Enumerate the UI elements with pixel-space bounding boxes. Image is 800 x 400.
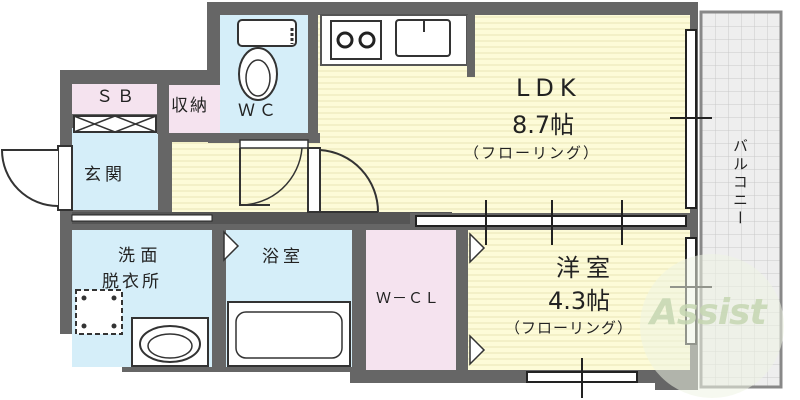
entrance-label: 玄関 (84, 165, 126, 185)
balcony-label: バルコニー (731, 138, 749, 228)
entrance-floor (72, 128, 158, 210)
ldk-floor-label: （フローリング） (464, 144, 601, 162)
sb-floor (72, 84, 158, 114)
ldk-name-label: LDK (516, 74, 582, 102)
closet-door-lower (469, 334, 486, 366)
bath-door (223, 230, 240, 262)
storage-floor (168, 85, 220, 133)
closet-label: Ｗ－ＣＬ (376, 289, 441, 307)
burner-left (336, 31, 354, 49)
ldk-size-label: 8.7帖 (512, 111, 575, 139)
western-size-label: 4.3帖 (548, 287, 611, 315)
toilet-tank (237, 19, 297, 47)
washroom-window (71, 214, 213, 222)
closet-floor (366, 230, 456, 370)
entrance-door-swing (0, 149, 59, 207)
washroom-label-line1: 洗 面 (118, 246, 158, 266)
western-name-label: 洋室 (556, 254, 616, 282)
closet-door-upper (469, 232, 486, 264)
ldk-door-swing (319, 149, 380, 213)
sb-label: ＳＢ (96, 87, 138, 107)
storage-label: 収納 (171, 96, 209, 116)
wc-label: ＷＣ (238, 101, 280, 121)
bath-label: 浴室 (262, 247, 304, 267)
western-floor-label: （フローリング） (505, 319, 634, 337)
watermark-text: Assist (650, 292, 767, 333)
watermark-circle (640, 254, 784, 398)
shoe-box (73, 115, 157, 133)
washroom-label-line2: 脱衣所 (102, 272, 162, 292)
burner-right (358, 31, 376, 49)
